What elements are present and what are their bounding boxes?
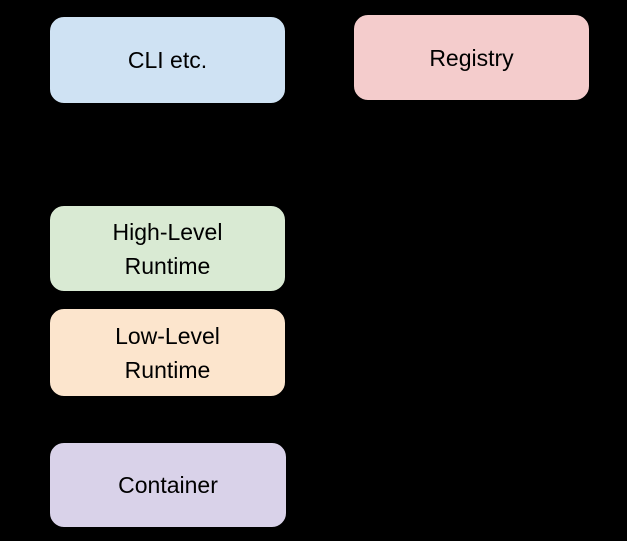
node-high-level-runtime: High-Level Runtime bbox=[49, 205, 286, 292]
node-registry-label: Registry bbox=[429, 44, 514, 71]
node-low-level-runtime-label: Low-Level Runtime bbox=[115, 322, 220, 383]
node-low-level-runtime: Low-Level Runtime bbox=[49, 308, 286, 397]
node-cli-etc: CLI etc. bbox=[49, 16, 286, 104]
node-cli-etc-label: CLI etc. bbox=[127, 47, 208, 73]
node-container: Container bbox=[49, 442, 287, 528]
node-container-label: Container bbox=[118, 472, 218, 498]
node-high-level-runtime-label: High-Level Runtime bbox=[112, 218, 223, 279]
node-registry: Registry bbox=[353, 14, 590, 101]
